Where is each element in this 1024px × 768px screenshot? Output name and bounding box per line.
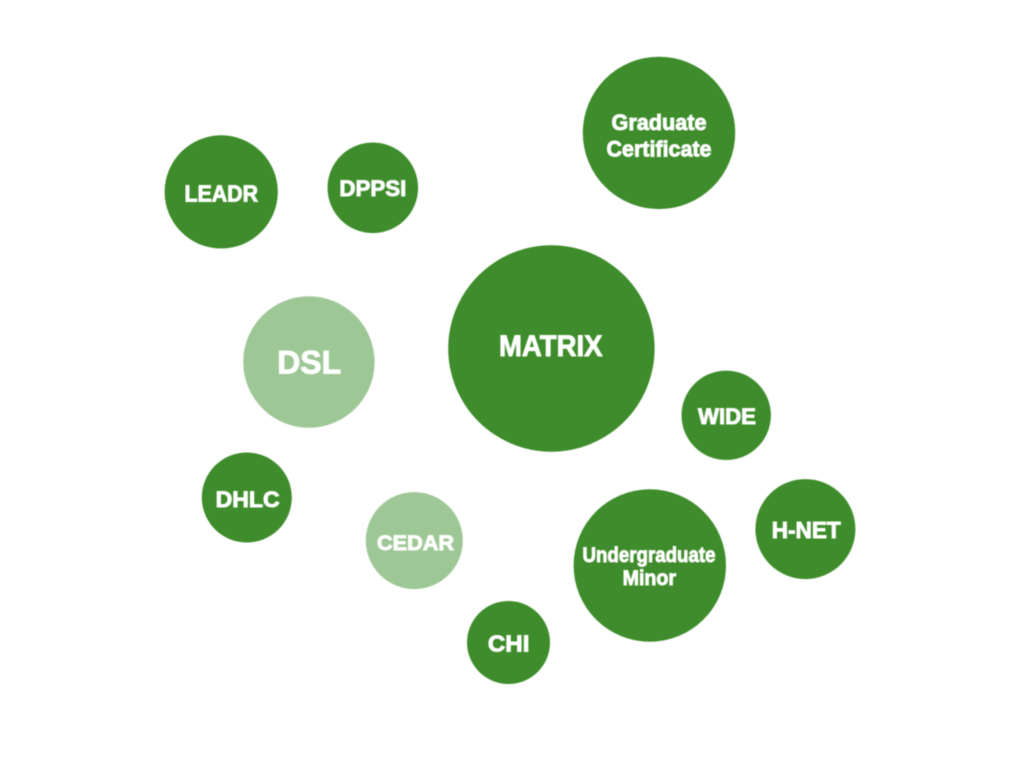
svg-text:Certificate: Certificate: [607, 137, 712, 162]
svg-text:LEADR: LEADR: [185, 180, 259, 206]
svg-text:WIDE: WIDE: [698, 404, 756, 429]
svg-text:CHI: CHI: [488, 630, 530, 656]
svg-text:CEDAR: CEDAR: [377, 532, 454, 555]
svg-text:DPPSI: DPPSI: [339, 176, 406, 201]
svg-text:Minor: Minor: [623, 566, 677, 590]
svg-text:DHLC: DHLC: [216, 487, 280, 512]
svg-text:Undergraduate: Undergraduate: [583, 543, 716, 567]
svg-text:DSL: DSL: [277, 344, 341, 380]
svg-text:MATRIX: MATRIX: [499, 330, 603, 363]
svg-text:H-NET: H-NET: [772, 517, 841, 543]
svg-text:Graduate: Graduate: [612, 110, 707, 135]
